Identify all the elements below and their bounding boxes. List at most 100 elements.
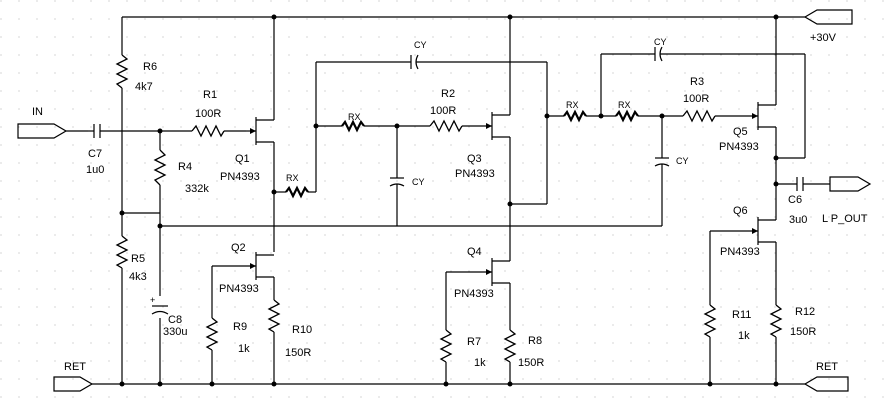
r6-ref: R6 — [143, 61, 157, 73]
q1-part: PN4393 — [220, 171, 260, 183]
rx-3-label: RX — [566, 100, 579, 110]
junction-q3-source — [507, 14, 513, 20]
junction-ret-r12 — [773, 381, 779, 387]
r9-value: 1k — [238, 343, 250, 355]
transistor-q2 — [211, 142, 275, 318]
r7-ref: R7 — [467, 336, 481, 348]
r11-ref: R11 — [732, 309, 751, 321]
r5-ref: R5 — [131, 253, 145, 265]
q6-part: PN4393 — [720, 246, 760, 258]
r12-value: 150R — [790, 326, 816, 338]
r4-value: 332k — [185, 183, 209, 195]
resistor-r11 — [703, 304, 717, 384]
c8-ref: C8 — [168, 314, 182, 326]
junction-ret-r8 — [507, 381, 513, 387]
cy-shunt-1 — [389, 126, 405, 226]
r9-ref: R9 — [233, 321, 247, 333]
r10-value: 150R — [285, 347, 311, 359]
transistor-q5 — [752, 17, 777, 208]
port-ret-right-label: RET — [816, 361, 838, 373]
r1-ref: R1 — [203, 89, 217, 101]
rx-4-label: RX — [618, 100, 631, 110]
capacitor-c8: + — [150, 295, 169, 315]
r6-value: 4k7 — [135, 81, 153, 93]
junction-ret-r11 — [707, 381, 713, 387]
port-ret-left — [53, 376, 94, 392]
q2-ref: Q2 — [231, 242, 246, 254]
capacitor-c6 — [776, 177, 830, 191]
c6-ref: C6 — [788, 194, 802, 206]
q3-ref: Q3 — [467, 153, 482, 165]
transistor-q4 — [445, 250, 511, 330]
resistor-r9 — [205, 317, 219, 384]
junction-ret-c8 — [157, 381, 163, 387]
r2-value: 100R — [430, 105, 456, 117]
resistor-r12 — [769, 304, 783, 384]
cy-top-1-label: CY — [414, 40, 427, 50]
junction-q5-source — [773, 14, 779, 20]
resistor-r6 — [115, 54, 129, 89]
c7-ref: C7 — [88, 148, 102, 160]
junction-q5-feedback — [773, 155, 779, 161]
c7-value: 1u0 — [86, 164, 104, 176]
cy-shunt-2-label: CY — [676, 156, 689, 166]
c8-value: 330u — [163, 326, 187, 338]
cy-top-1 — [316, 54, 548, 204]
r5-value: 4k3 — [129, 271, 147, 283]
q5-part: PN4393 — [719, 141, 759, 153]
port-vplus-label: +30V — [810, 32, 837, 44]
q1-ref: Q1 — [235, 153, 250, 165]
cy-shunt-2 — [654, 116, 670, 226]
resistor-r8 — [503, 329, 517, 384]
junction-ret-r5 — [119, 381, 125, 387]
resistor-r10 — [267, 299, 281, 384]
rx-2-label: RX — [348, 112, 361, 122]
transistor-q6 — [709, 208, 777, 305]
r11-value: 1k — [738, 330, 750, 342]
cy-top-2-label: CY — [654, 37, 667, 47]
resistor-r4 — [153, 149, 167, 186]
svg-text:+: + — [150, 295, 155, 305]
cy-top-2 — [600, 46, 806, 159]
junction-q1-source — [271, 14, 277, 20]
r12-ref: R12 — [795, 306, 815, 318]
junction-ret-r10 — [271, 381, 277, 387]
transistor-q3 — [486, 17, 511, 250]
resistor-r5 — [115, 235, 129, 269]
r2-ref: R2 — [441, 88, 455, 100]
junction-bias-line — [157, 223, 163, 229]
q6-ref: Q6 — [733, 205, 748, 217]
resistor-r3 — [682, 109, 758, 123]
r3-value: 100R — [683, 93, 709, 105]
resistor-r1 — [191, 124, 246, 138]
r8-ref: R8 — [528, 335, 542, 347]
transistor-q1 — [246, 17, 275, 145]
r7-value: 1k — [474, 357, 486, 369]
q3-part: PN4393 — [455, 168, 495, 180]
port-in — [17, 123, 88, 139]
q2-part: PN4393 — [219, 283, 259, 295]
r8-value: 150R — [518, 357, 544, 369]
port-ret-right — [803, 376, 849, 392]
junction-ret-r9 — [209, 381, 215, 387]
capacitor-c7 — [88, 124, 192, 138]
resistor-r7 — [439, 329, 453, 384]
r10-ref: R10 — [292, 324, 312, 336]
rx-1-label: RX — [286, 173, 299, 183]
junction-ret-r7 — [443, 381, 449, 387]
q4-ref: Q4 — [467, 246, 482, 258]
cy-shunt-1-label: CY — [412, 177, 425, 187]
c6-value: 3u0 — [789, 214, 807, 226]
r3-ref: R3 — [690, 76, 704, 88]
port-lp-out — [829, 176, 872, 192]
q5-ref: Q5 — [733, 126, 748, 138]
port-lp-out-label: L P_OUT — [822, 213, 868, 225]
junction-r4-r5 — [119, 210, 125, 216]
r1-value: 100R — [195, 108, 221, 120]
port-ret-left-label: RET — [64, 361, 86, 373]
r4-ref: R4 — [178, 161, 192, 173]
q4-part: PN4393 — [454, 288, 494, 300]
port-in-label: IN — [32, 106, 43, 118]
